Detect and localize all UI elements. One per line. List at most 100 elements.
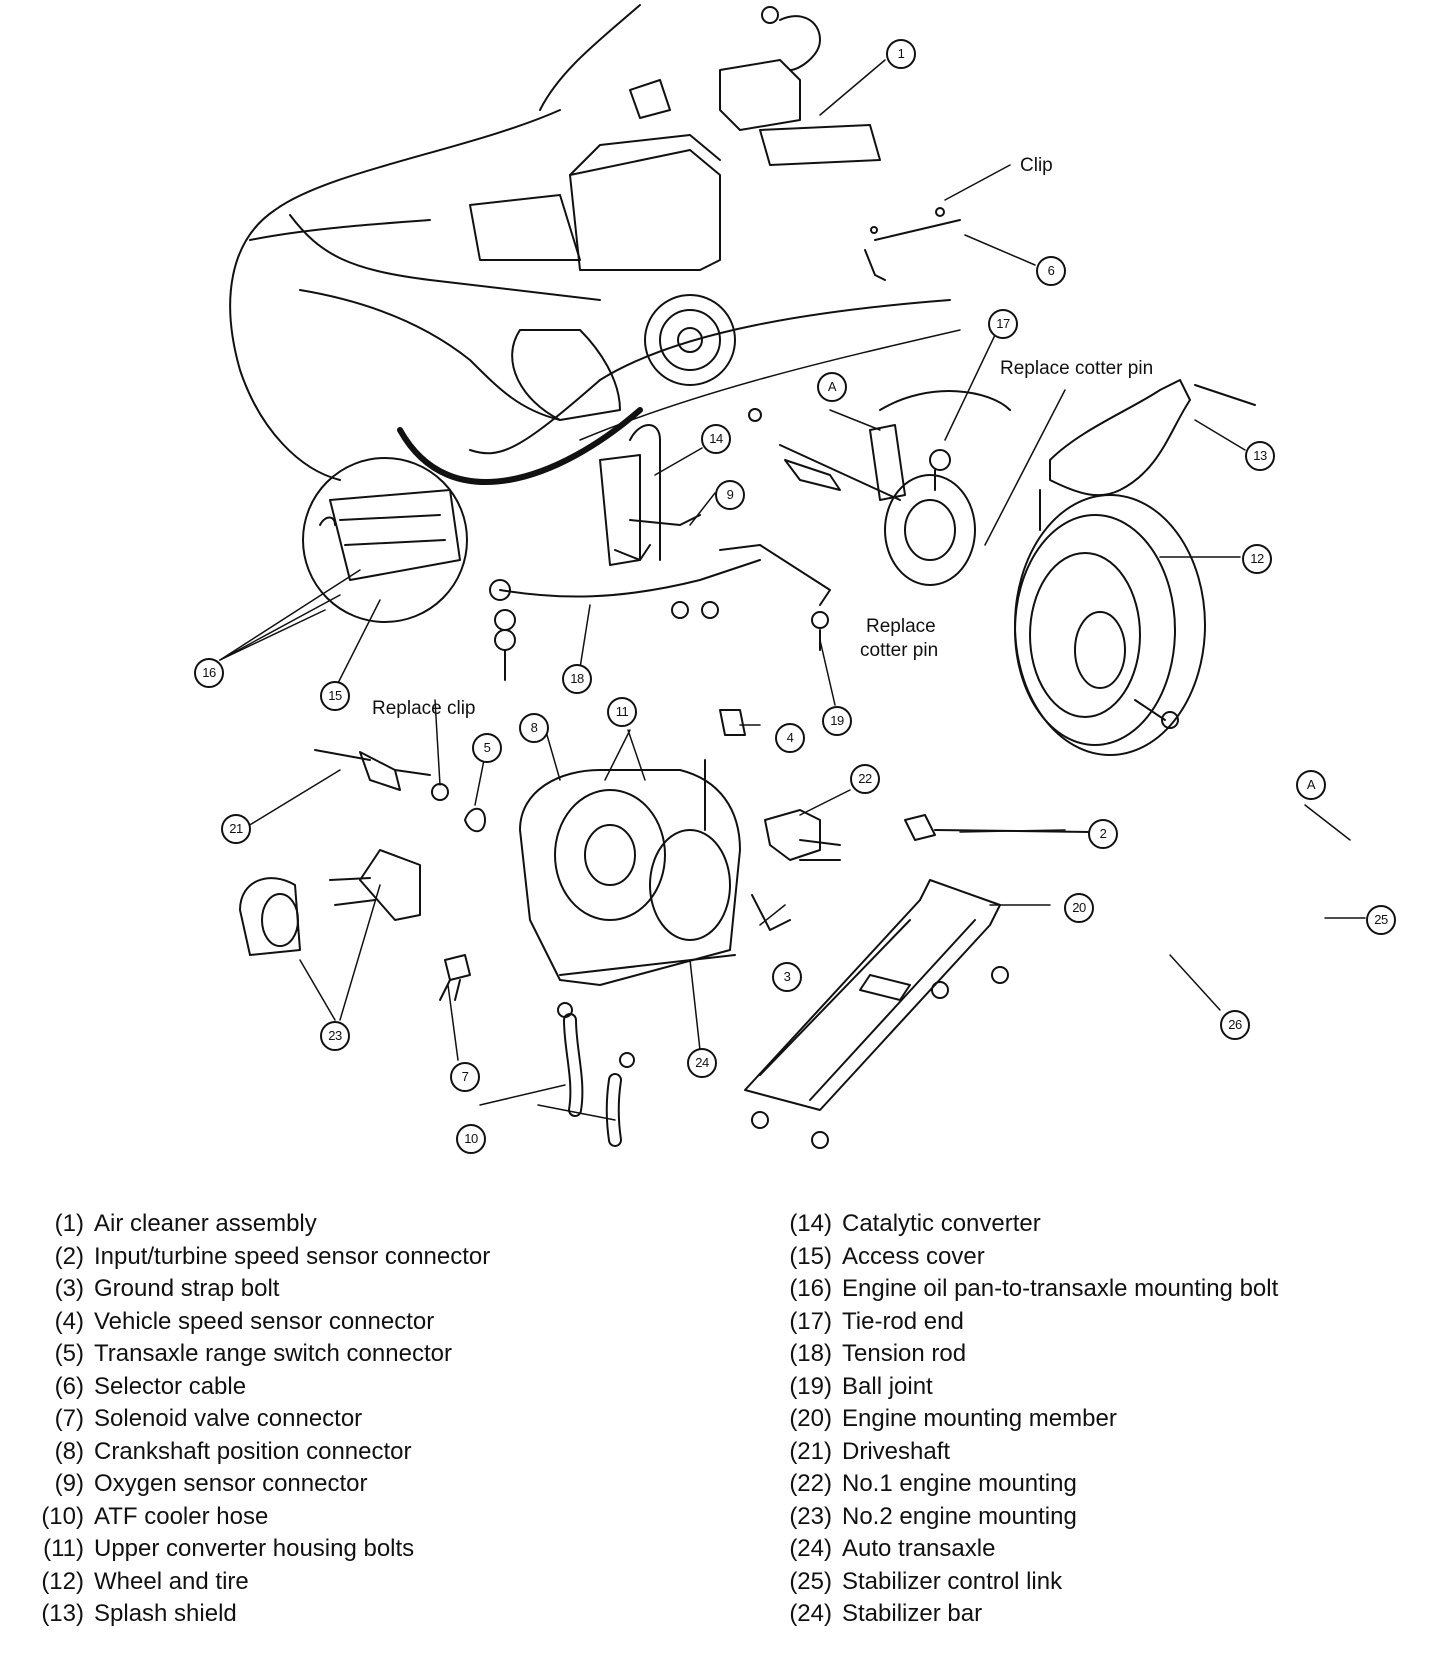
legend-item-label: Air cleaner assembly: [94, 1210, 317, 1237]
legend-item-number: (9): [54, 1470, 84, 1497]
legend-item-number: (22): [789, 1470, 832, 1497]
legend-item: (24)Auto transaxle: [776, 1533, 1278, 1566]
legend-item: (2) Input/turbine speed sensor connector: [28, 1241, 491, 1274]
legend-item-label: Tie-rod end: [842, 1307, 964, 1335]
car-body: [229, 4, 961, 486]
legend-item-label: Input/turbine speed sensor connector: [94, 1242, 491, 1270]
legend-item: (18) Tension rod: [776, 1338, 1278, 1371]
leader-lines: [219, 59, 1366, 1121]
legend-item: (23)No.2 engine mounting: [776, 1501, 1278, 1534]
callout-5: 5: [472, 733, 502, 763]
engine-block: [469, 134, 736, 421]
legend-item: (13)Splash shield: [28, 1598, 490, 1631]
legend-item-label: Wheel and tire: [94, 1567, 249, 1595]
legend-item-number: (21): [789, 1437, 832, 1465]
legend-item-label: Engine mounting member: [842, 1405, 1117, 1432]
legend-item-label: Crankshaft position connector: [94, 1437, 412, 1465]
note-replace-cotter-pin-bottom-line2: cotter pin: [860, 640, 939, 661]
callout-17: 17: [988, 309, 1018, 339]
legend-item-number: (20): [789, 1405, 832, 1432]
legend-item: (3)Ground strap bolt: [28, 1273, 490, 1306]
legend-item-label: Access cover: [842, 1242, 985, 1270]
callout-24: 24: [687, 1048, 717, 1078]
legend-item: (24)Stabilizer bar: [776, 1598, 1278, 1631]
legend-item-number: (2): [54, 1242, 84, 1270]
legend-item-label: Upper converter housing bolts: [94, 1535, 415, 1562]
legend-item-number: (3): [54, 1275, 84, 1302]
callout-13: 13: [1245, 441, 1275, 471]
legend-item-label: ATF cooler hose: [94, 1502, 269, 1530]
callout-2: 2: [1088, 819, 1118, 849]
callout-11: 11: [607, 697, 637, 727]
callout-6: 6: [1036, 256, 1066, 286]
callout-14: 14: [701, 424, 731, 454]
legend-item-number: (11): [43, 1535, 84, 1562]
callout-18: 18: [562, 664, 592, 694]
legend-item: (8)Crankshaft position connector: [28, 1436, 490, 1469]
callout-26: 26: [1220, 1010, 1250, 1040]
callout-16: 16: [194, 658, 224, 688]
engine-mounting-member-part: [744, 879, 1009, 1149]
callout-1: 1: [886, 39, 916, 69]
legend-item-label: Solenoid valve connector: [94, 1405, 363, 1432]
legend-item: (15) Access cover: [776, 1241, 1278, 1274]
legend-item-number: (12): [41, 1567, 84, 1595]
legend-item: (19) Ball joint: [776, 1371, 1278, 1404]
legend-item-number: (16): [789, 1275, 832, 1302]
callout-21: 21: [221, 814, 251, 844]
legend-item-number: (1): [54, 1210, 84, 1237]
legend-item-number: (19): [789, 1372, 832, 1400]
callout-7: 7: [450, 1062, 480, 1092]
callout-9: 9: [715, 480, 745, 510]
callout-A-top: A: [817, 372, 847, 402]
legend-item-number: (24): [789, 1535, 832, 1562]
legend-item-label: Tension rod: [842, 1340, 967, 1367]
legend-item-number: (23): [789, 1502, 832, 1530]
legend-item-label: Stabilizer control link: [842, 1567, 1063, 1595]
exploded-diagram: 1 6 17 A 13 14 9 12 16 15 18 19 11 8 5 4…: [194, 4, 1396, 1154]
legend-item: (20) Engine mounting member: [776, 1403, 1278, 1436]
legend-item: (6) Selector cable: [28, 1371, 490, 1404]
callout-19: 19: [822, 706, 852, 736]
selector-cable-part: [864, 207, 961, 281]
legend-right-column: (14)Catalytic converter(15)Access cover(…: [776, 1208, 1278, 1631]
legend-item-label: Transaxle range switch connector: [94, 1340, 452, 1367]
callout-10: 10: [456, 1124, 486, 1154]
legend-item-number: (5): [54, 1340, 84, 1367]
legend-item: (22) No.1 engine mounting: [776, 1468, 1278, 1501]
engine-mounts-part: [239, 809, 841, 956]
legend-item-label: Oxygen sensor connector: [94, 1470, 368, 1497]
legend-item: (14)Catalytic converter: [776, 1208, 1278, 1241]
splash-shield-part: [1039, 379, 1256, 531]
callout-4: 4: [775, 723, 805, 753]
legend-item-number: (4): [54, 1307, 84, 1335]
note-clip: Clip: [1020, 155, 1053, 176]
legend-item-number: (18): [789, 1340, 832, 1367]
legend-item: (21) Driveshaft: [776, 1436, 1278, 1469]
legend-item-label: No.1 engine mounting: [842, 1470, 1077, 1497]
legend-item: (25) Stabilizer control link: [776, 1566, 1278, 1599]
legend-item: (16)Engine oil pan-to-transaxle mounting…: [776, 1273, 1278, 1306]
driveshaft-21-part: [314, 749, 449, 801]
callout-22: 22: [850, 764, 880, 794]
callout-23: 23: [320, 1021, 350, 1051]
wheel-tire-part: [1014, 494, 1206, 756]
legend-item-label: Selector cable: [94, 1372, 247, 1400]
diagram-drawing: [219, 4, 1366, 1149]
callout-3: 3: [772, 962, 802, 992]
legend-item-label: Vehicle speed sensor connector: [94, 1307, 435, 1335]
legend-item: (11) Upper converter housing bolts: [28, 1533, 490, 1566]
legend-item-label: Catalytic converter: [842, 1210, 1041, 1237]
callout-8: 8: [519, 713, 549, 743]
legend-item: (7)Solenoid valve connector: [28, 1403, 490, 1436]
access-cover-inset: [302, 457, 468, 623]
legend-item-number: (15): [789, 1242, 832, 1270]
legend-item-number: (6): [54, 1372, 84, 1400]
legend-item-label: Ball joint: [842, 1372, 933, 1400]
legend-item-number: (25): [789, 1567, 832, 1595]
legend-item-label: Driveshaft: [842, 1437, 951, 1465]
legend-item-number: (10): [41, 1502, 84, 1530]
legend-item: (4) Vehicle speed sensor connector: [28, 1306, 490, 1339]
note-replace-cotter-pin-bottom-line1: Replace: [866, 616, 936, 637]
legend-item-number: (17): [789, 1307, 832, 1335]
